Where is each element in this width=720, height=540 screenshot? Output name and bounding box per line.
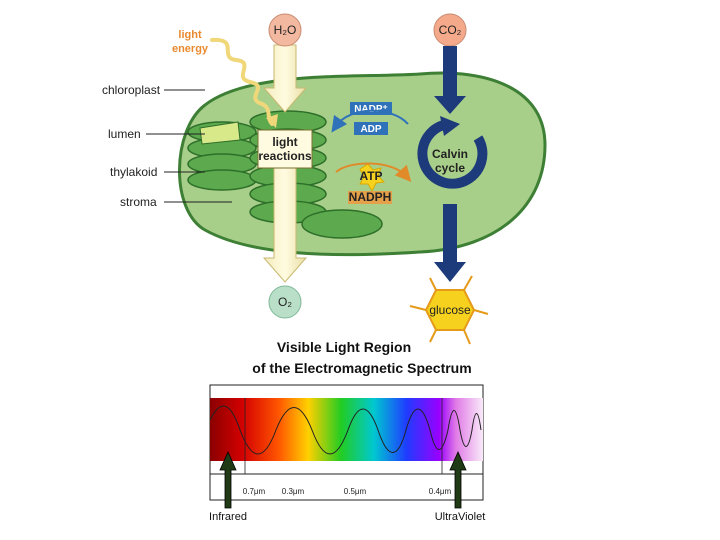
h2o-circle: [268, 13, 302, 47]
light-energy-label-1: light: [178, 29, 202, 41]
infrared-label: Infrared: [209, 511, 247, 523]
co2-down-arrow: [434, 46, 466, 114]
light-reactions-label-1: light: [272, 135, 297, 149]
atp-label: ATP: [359, 169, 382, 183]
nadp-label: NADP⁺: [354, 104, 388, 115]
calvin-label-1: Calvin: [432, 147, 468, 161]
spectrum-band: [210, 398, 483, 461]
atp-nadph-arrow: [335, 162, 412, 183]
adp-label: ADP: [360, 124, 381, 135]
light-energy-label-2: energy: [172, 43, 209, 55]
glucose-bonds: [409, 275, 489, 345]
spectrum-title-1: Visible Light Region: [277, 339, 411, 355]
light-reactions-box: [257, 129, 313, 169]
thylakoid-single: [301, 209, 383, 239]
light-energy-arrowhead: [266, 114, 278, 128]
nadp-adp-return-arrow: [331, 109, 409, 133]
calvin-label-2: cycle: [435, 161, 465, 175]
co2-label: CO₂: [439, 23, 462, 37]
water-to-oxygen-arrow: [262, 44, 308, 113]
h2o-label: H₂O: [274, 23, 297, 37]
o2-circle: [268, 285, 302, 319]
ultraviolet-label: UltraViolet: [435, 511, 486, 523]
light-reactions-label-2: reactions: [258, 149, 312, 163]
spectrum-tick-label-4: 0.4μm: [429, 487, 452, 496]
spectrum-tick-label-1: 0.7μm: [243, 487, 266, 496]
spectrum-tick-label-2: 0.3μm: [282, 487, 305, 496]
spectrum-title-2: of the Electromagnetic Spectrum: [252, 360, 471, 376]
o2-label: O₂: [278, 295, 292, 309]
light-energy-wave: [210, 37, 274, 126]
thylakoid-label: thylakoid: [110, 165, 157, 179]
stroma-label: stroma: [120, 195, 157, 209]
adp-box: [354, 122, 388, 135]
nadph-box: [348, 191, 392, 204]
chloroplast-label: chloroplast: [102, 83, 161, 97]
atp-star: [359, 163, 386, 193]
light-reactions-output-arrow: [262, 167, 308, 283]
lumen-label: lumen: [108, 127, 141, 141]
calvin-cycle-arrowhead: [440, 116, 460, 136]
glucose-down-arrow: [434, 204, 466, 282]
glucose-label: glucose: [429, 303, 471, 317]
calvin-cycle-ring: [417, 119, 488, 189]
infrared-arrow: [219, 451, 237, 509]
ultraviolet-arrow: [449, 451, 467, 509]
nadph-label: NADPH: [349, 190, 392, 204]
spectrum-tick-label-3: 0.5μm: [344, 487, 367, 496]
spectrum-wave: [209, 405, 482, 455]
